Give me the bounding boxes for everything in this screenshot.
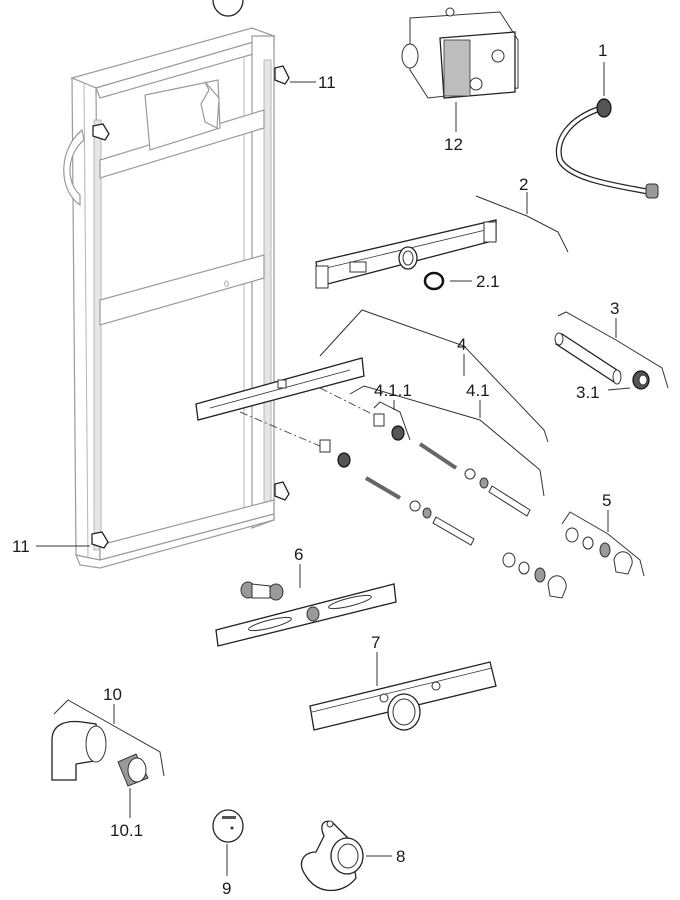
label-2: 2 (519, 175, 528, 194)
part-12-box (401, 7, 519, 99)
part-2-rail (315, 219, 497, 289)
label-8: 8 (396, 847, 405, 866)
label-12: 12 (444, 135, 463, 154)
part-4-caps (502, 552, 567, 599)
label-3: 3 (610, 299, 619, 318)
part-4-1-rods (364, 442, 531, 546)
clip-11-bottom-right (274, 481, 290, 501)
part-3-pipe (554, 332, 622, 385)
label-9: 9 (222, 879, 231, 898)
part-5-caps (565, 527, 633, 575)
part-4-1-1-anchor (319, 413, 405, 468)
label-4: 4 (457, 335, 466, 354)
installation-frame: 0 (63, 27, 290, 569)
clip-11-bottom-left (91, 531, 109, 549)
part-2-1-seal (423, 271, 445, 291)
label-6: 6 (294, 545, 303, 564)
part-7-rail (309, 661, 497, 731)
svg-text:0: 0 (224, 279, 229, 289)
part-1-hose (555, 98, 659, 199)
label-7: 7 (371, 633, 380, 652)
part-10-1-adapter (117, 753, 149, 787)
label-10: 10 (103, 685, 122, 704)
part-4-rail (195, 357, 365, 421)
label-1: 1 (598, 41, 607, 60)
part-10-elbow (51, 720, 107, 781)
label-3-1: 3.1 (576, 383, 600, 402)
clip-11-top-left (92, 123, 110, 141)
part-9-cap (212, 0, 244, 843)
label-11-top: 11 (318, 73, 336, 92)
label-2-1: 2.1 (476, 272, 500, 291)
label-4-1: 4.1 (466, 381, 490, 400)
part-6-rail (215, 581, 397, 647)
clip-11-top-right (274, 65, 290, 85)
part-8-siphon (300, 820, 364, 891)
label-4-1-1: 4.1.1 (374, 381, 412, 400)
label-11-bottom: 11 (12, 537, 30, 556)
label-10-1: 10.1 (110, 821, 143, 840)
label-5: 5 (602, 491, 611, 510)
